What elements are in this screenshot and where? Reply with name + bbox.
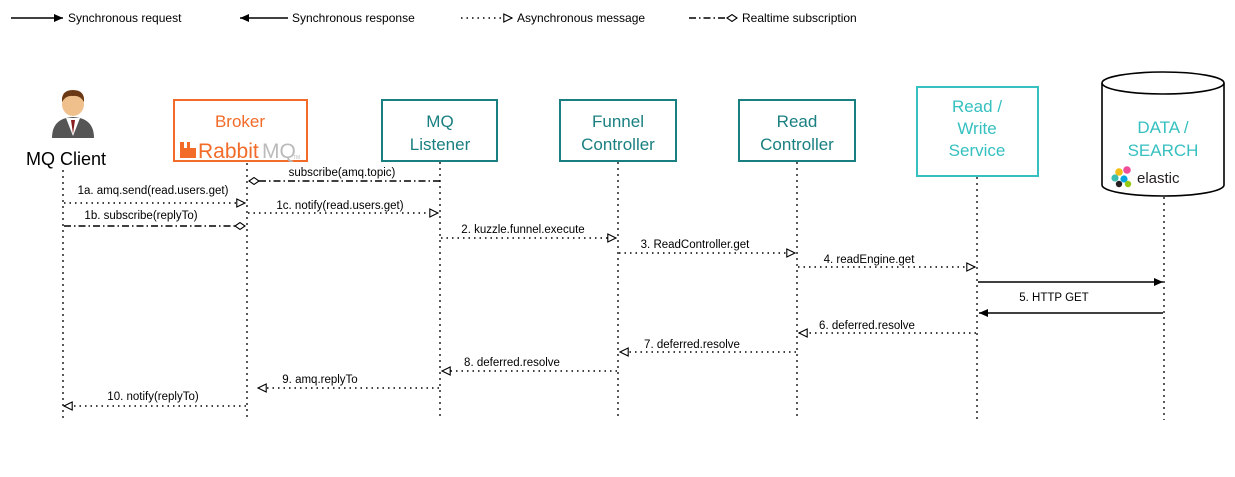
client-label: MQ Client — [26, 149, 106, 169]
rabbitmq-logo-icon: Rabbit MQ TM — [180, 140, 300, 163]
broker-label: Broker — [215, 112, 265, 131]
msg-1a-label: 1a. amq.send(read.users.get) — [78, 185, 229, 197]
data-cylinder-top — [1101, 71, 1225, 95]
rw-service-line3: Service — [949, 141, 1006, 160]
msg-8-label: 8. deferred.resolve — [464, 357, 560, 369]
legend-realtime-subscription-label: Realtime subscription — [742, 11, 857, 25]
actor-mq-listener: MQ Listener — [381, 99, 498, 162]
read-controller-box — [738, 99, 856, 162]
data-line2: SEARCH — [1128, 141, 1199, 160]
msg-1c-label: 1c. notify(read.users.get) — [276, 200, 403, 212]
lifelines — [62, 162, 1165, 420]
msg-4-label: 4. readEngine.get — [824, 254, 916, 266]
user-icon — [52, 90, 94, 138]
legend-sync-request-label: Synchronous request — [68, 11, 182, 25]
legend-sync-response-label: Synchronous response — [292, 11, 415, 25]
msg-3-label: 3. ReadController.get — [641, 239, 750, 251]
actor-client: MQ Client — [26, 90, 106, 169]
funnel-line1: Funnel — [592, 112, 644, 131]
broker-box — [173, 99, 308, 162]
elastic-logo-text: elastic — [1137, 170, 1180, 187]
legend: Synchronous request Synchronous response… — [11, 11, 857, 25]
rw-service-line1: Read / — [952, 97, 1002, 116]
msg-6-label: 6. deferred.resolve — [819, 320, 915, 332]
msg-9-label: 9. amq.replyTo — [282, 374, 357, 386]
messages: subscribe(amq.topic) 1a. amq.send(read.u… — [64, 167, 1163, 406]
data-cylinder — [1101, 83, 1225, 197]
actor-read-controller: Read Controller — [738, 99, 856, 162]
rabbitmq-logo-text-a: Rabbit — [198, 140, 259, 163]
actor-rw-service: Read / Write Service — [916, 86, 1039, 177]
msg-1b-label: 1b. subscribe(replyTo) — [84, 210, 197, 222]
funnel-box — [559, 99, 677, 162]
msg-2-label: 2. kuzzle.funnel.execute — [461, 224, 584, 236]
rabbitmq-logo-tm: TM — [293, 155, 300, 161]
funnel-line2: Controller — [581, 135, 655, 154]
legend-async-message-label: Asynchronous message — [517, 11, 645, 25]
actor-funnel: Funnel Controller — [559, 99, 677, 162]
rw-service-line2: Write — [957, 119, 996, 138]
actor-data: DATA / SEARCH elastic — [1101, 71, 1225, 197]
read-controller-line2: Controller — [760, 135, 834, 154]
msg-10-label: 10. notify(replyTo) — [107, 391, 199, 403]
msg-7-label: 7. deferred.resolve — [644, 339, 740, 351]
read-controller-line1: Read — [777, 112, 818, 131]
mq-listener-box — [381, 99, 498, 162]
elastic-logo-icon — [1111, 166, 1132, 188]
data-line1: DATA / — [1137, 118, 1189, 137]
mq-listener-line2: Listener — [410, 135, 471, 154]
msg-subscribe-topic-label: subscribe(amq.topic) — [289, 167, 396, 179]
rw-service-box — [916, 86, 1039, 177]
rabbitmq-logo-text-b: MQ — [262, 140, 296, 163]
msg-5-label: 5. HTTP GET — [1019, 292, 1088, 304]
actor-broker: Broker Rabbit MQ TM — [173, 99, 308, 163]
mq-listener-line1: MQ — [426, 112, 453, 131]
